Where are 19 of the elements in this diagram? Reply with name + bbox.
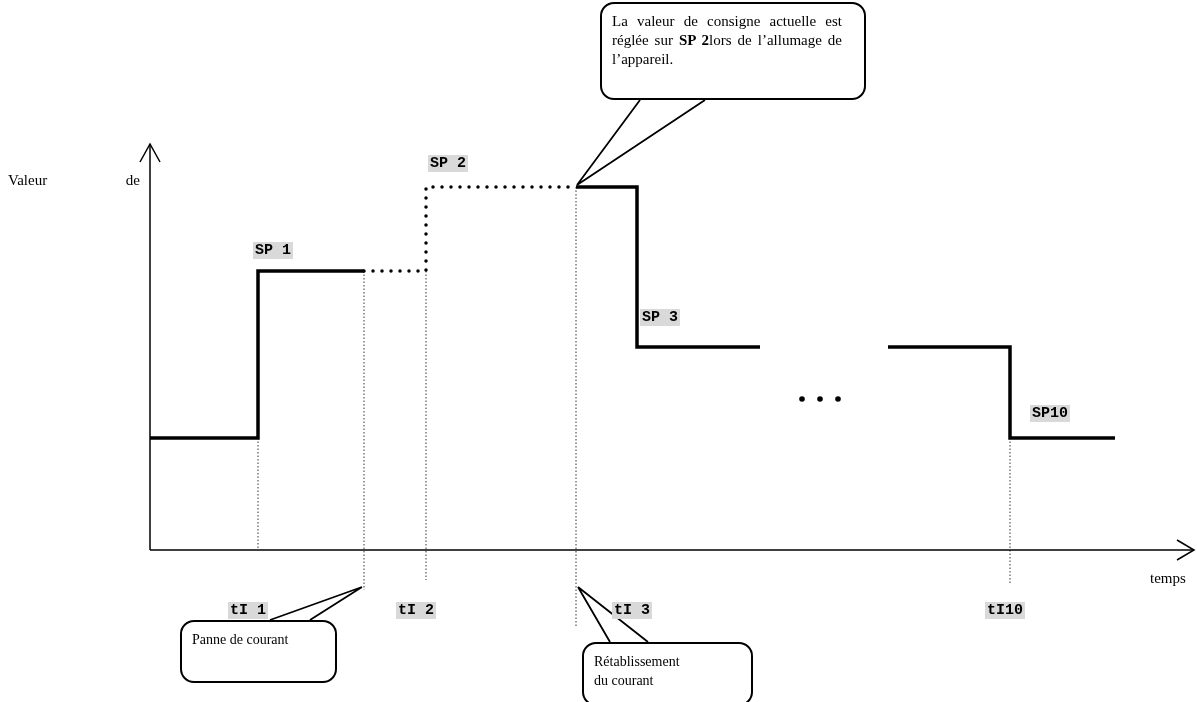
setpoint-label: SP 1 bbox=[253, 242, 293, 259]
axis-label: temps bbox=[1150, 570, 1186, 587]
time-label: tI10 bbox=[985, 602, 1025, 619]
setpoint-label: SP 3 bbox=[640, 309, 680, 326]
time-label: tI 2 bbox=[396, 602, 436, 619]
callout-tail bbox=[269, 586, 363, 621]
callout-bubble bbox=[600, 2, 866, 100]
setpoint-label: SP10 bbox=[1030, 405, 1070, 422]
callout-tail bbox=[576, 99, 706, 186]
axis-label: Valeur de bbox=[8, 172, 140, 189]
callout-text: La valeur de consigne actuelle est réglée sur SP 2lors de l’allumage de l’appareil. bbox=[612, 13, 842, 67]
callout-text: Panne de courant bbox=[192, 632, 289, 647]
setpoint-label: SP 2 bbox=[428, 155, 468, 172]
time-label: tI 1 bbox=[228, 602, 268, 619]
callout-text: Rétablissement du courant bbox=[594, 654, 680, 688]
time-label: tI 3 bbox=[612, 602, 652, 619]
callout-bubble bbox=[582, 642, 753, 702]
callout-tail bbox=[577, 586, 649, 643]
callout-bubble bbox=[180, 620, 337, 683]
